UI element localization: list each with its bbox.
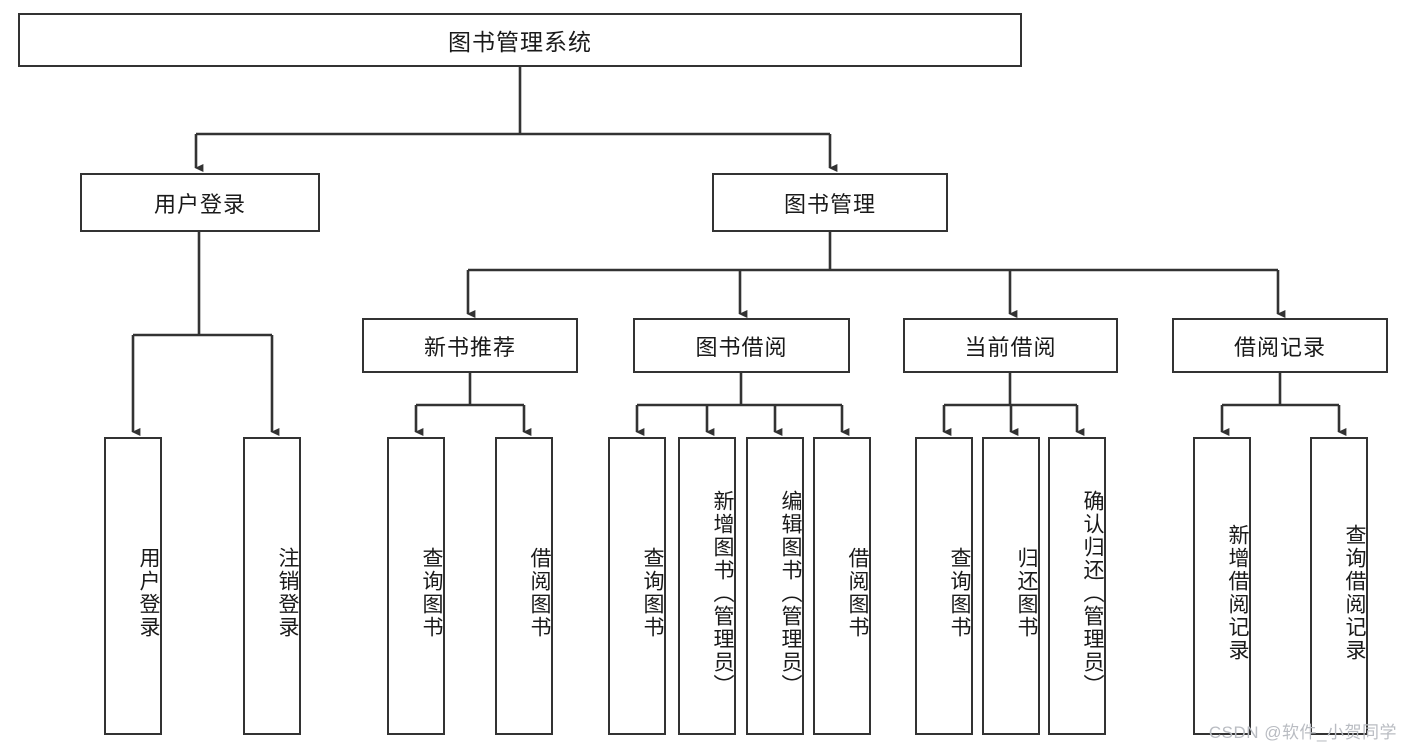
leaf-current-confirm-return-admin[interactable]: 确认归还（管理员）	[1048, 437, 1106, 735]
node-label: 借阅图书	[846, 547, 869, 639]
node-book-management[interactable]: 图书管理	[712, 173, 948, 232]
node-label: 借阅图书	[528, 547, 551, 639]
node-label: 图书管理系统	[448, 29, 592, 55]
leaf-borrow-query-book[interactable]: 查询图书	[608, 437, 666, 735]
node-label: 注销登录	[276, 547, 299, 639]
leaf-recommend-query-book[interactable]: 查询图书	[387, 437, 445, 735]
node-user-login[interactable]: 用户登录	[80, 173, 320, 232]
leaf-current-query-book[interactable]: 查询图书	[915, 437, 973, 735]
leaf-user-login[interactable]: 用户登录	[104, 437, 162, 735]
node-label: 查询图书	[641, 547, 664, 639]
leaf-borrow-add-book-admin[interactable]: 新增图书（管理员）	[678, 437, 736, 735]
csdn-watermark: CSDN @软件_小贺同学	[1208, 723, 1397, 742]
node-root-system[interactable]: 图书管理系统	[18, 13, 1022, 67]
node-label: 确认归还（管理员）	[1081, 489, 1104, 697]
node-label: 图书借阅	[695, 334, 788, 360]
node-label: 查询图书	[948, 547, 971, 639]
leaf-borrow-borrow-book[interactable]: 借阅图书	[813, 437, 871, 735]
node-label: 编辑图书（管理员）	[779, 489, 802, 697]
node-label: 当前借阅	[964, 334, 1057, 360]
node-book-borrow[interactable]: 图书借阅	[633, 318, 850, 373]
node-label: 图书管理	[783, 191, 876, 217]
leaf-record-query-record[interactable]: 查询借阅记录	[1310, 437, 1368, 735]
leaf-recommend-borrow-book[interactable]: 借阅图书	[495, 437, 553, 735]
node-label: 借阅记录	[1233, 334, 1326, 360]
node-current-borrow[interactable]: 当前借阅	[903, 318, 1118, 373]
node-label: 用户登录	[153, 191, 246, 217]
node-label: 用户登录	[137, 547, 160, 639]
node-borrow-record[interactable]: 借阅记录	[1172, 318, 1388, 373]
node-label: 归还图书	[1015, 547, 1038, 639]
node-label: 新增图书（管理员）	[711, 489, 734, 697]
node-label: 新书推荐	[423, 334, 516, 360]
node-label: 新增借阅记录	[1226, 524, 1249, 662]
node-label: 查询借阅记录	[1343, 524, 1366, 662]
leaf-logout[interactable]: 注销登录	[243, 437, 301, 735]
node-new-book-recommend[interactable]: 新书推荐	[362, 318, 578, 373]
leaf-current-return-book[interactable]: 归还图书	[982, 437, 1040, 735]
node-label: 查询图书	[420, 547, 443, 639]
leaf-record-add-record[interactable]: 新增借阅记录	[1193, 437, 1251, 735]
leaf-borrow-edit-book-admin[interactable]: 编辑图书（管理员）	[746, 437, 804, 735]
